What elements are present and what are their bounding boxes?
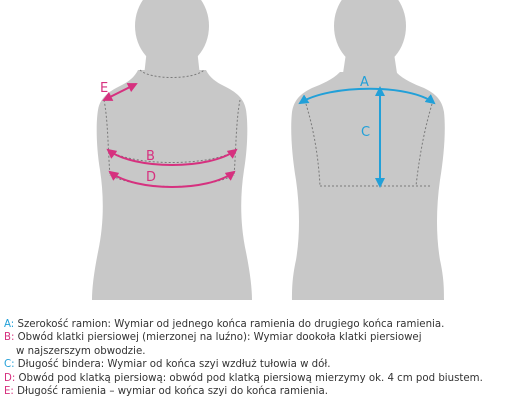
- legend-item-d: D: Obwód pod klatką piersiową: obwód pod…: [4, 372, 510, 385]
- legend-text-e: Długość ramienia – wymiar od końca szyi …: [13, 386, 328, 398]
- legend-text-a: Szerokość ramion: Wymiar od jednego końc…: [14, 319, 445, 330]
- measure-e-arrow: [102, 83, 138, 101]
- legend-text-b: Obwód klatki piersiowej (mierzonej na lu…: [14, 332, 422, 344]
- back-head: [334, 0, 406, 68]
- legend-item-c: C: Długość bindera: Wymiar od końca szyi…: [4, 358, 510, 371]
- legend-item-b: B: Obwód klatki piersiowej (mierzonej na…: [4, 331, 510, 344]
- front-right-side-dash: [233, 99, 241, 177]
- legend-item-e: E: Długość ramienia – wymiar od końca sz…: [4, 385, 510, 398]
- front-left-side-dash: [103, 99, 111, 177]
- measure-b-label: B: [146, 149, 155, 164]
- measure-d-label: D: [146, 170, 156, 185]
- measure-b-arrow: [106, 148, 238, 166]
- legend-item-a: A: Szerokość ramion: Wymiar od jednego k…: [4, 318, 510, 331]
- legend-letter-e: E:: [4, 386, 14, 398]
- legend-letter-b: B:: [4, 332, 15, 344]
- front-neckline-dash: [139, 69, 205, 78]
- measure-d-arrow: [108, 170, 236, 188]
- measure-c-label: C: [361, 125, 370, 140]
- back-left-side-dash: [305, 103, 321, 187]
- measure-a-label: A: [360, 75, 369, 90]
- back-right-side-dash: [415, 103, 433, 187]
- measure-e-label: E: [100, 81, 108, 96]
- legend-text-c: Długość bindera: Wymiar od końca szyi wz…: [14, 359, 331, 371]
- front-mannequin: E B D: [92, 0, 252, 300]
- measurement-diagram: E B D A C: [92, 0, 445, 300]
- front-head: [135, 0, 209, 68]
- front-torso-silhouette: [92, 70, 252, 300]
- legend-item-b-continued: w najszerszym obwodzie.: [16, 345, 146, 357]
- legend-letter-d: D:: [4, 372, 16, 384]
- legend-letter-c: C:: [4, 359, 15, 371]
- back-mannequin: A C: [291, 0, 445, 300]
- measure-a-arrow: [298, 87, 436, 105]
- measurement-legend: A: Szerokość ramion: Wymiar od jednego k…: [4, 318, 510, 398]
- legend-letter-a: A:: [4, 319, 15, 330]
- legend-text-d: Obwód pod klatką piersiową: obwód pod kl…: [15, 372, 483, 384]
